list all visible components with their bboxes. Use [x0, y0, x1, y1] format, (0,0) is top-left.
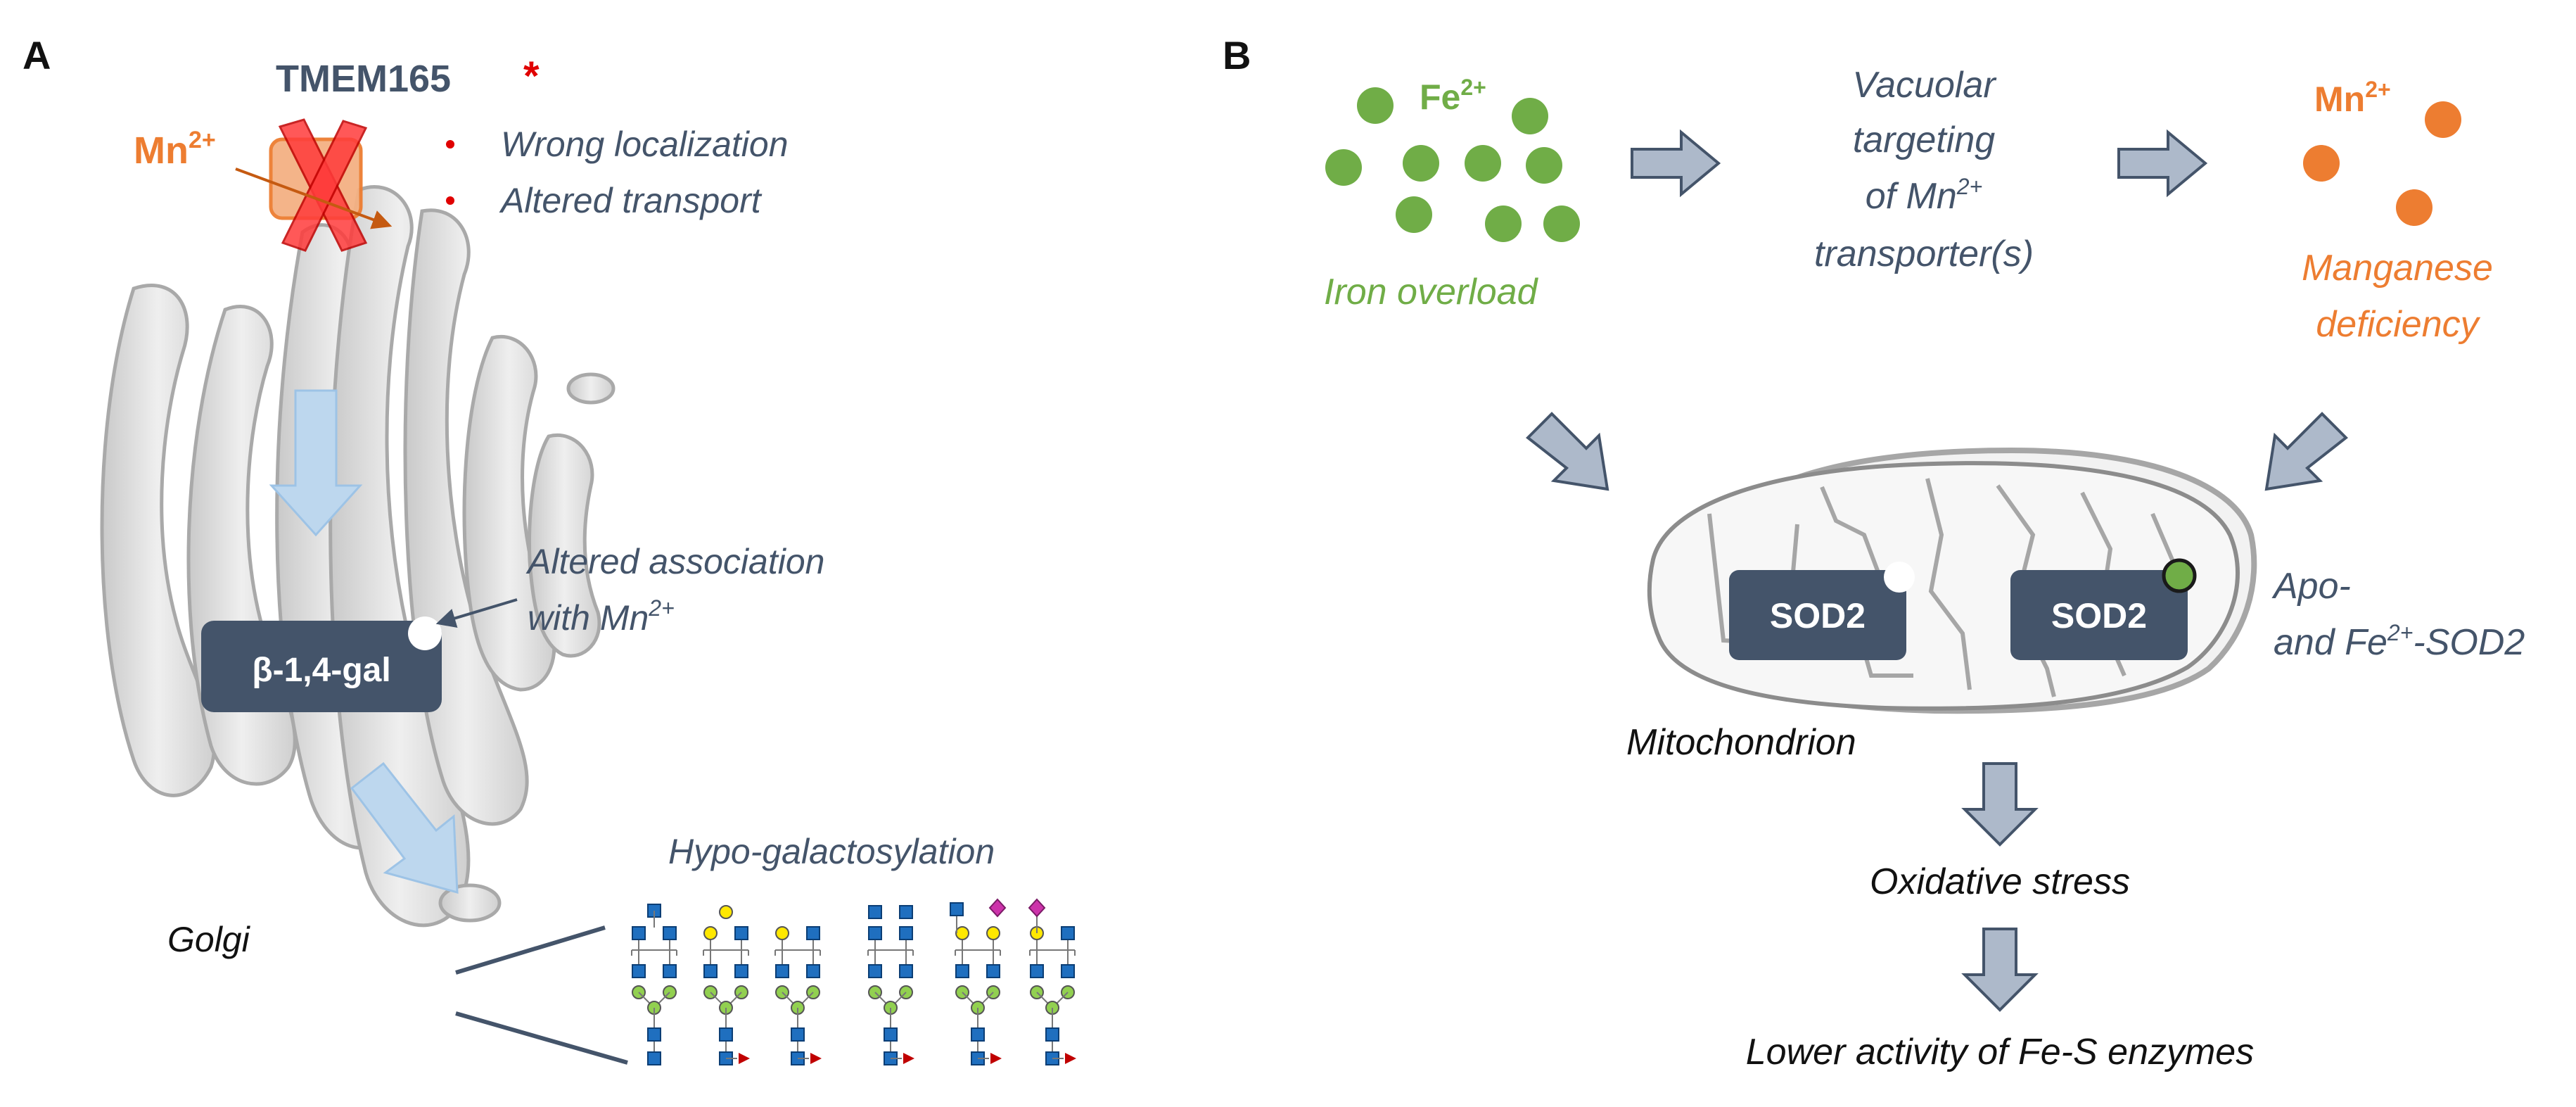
glcnac-square-icon — [899, 905, 913, 919]
sod2-label-right: SOD2 — [2051, 596, 2147, 635]
glcnac-square-icon — [791, 1027, 805, 1042]
glcnac-square-icon — [868, 964, 882, 978]
bullet-icon — [446, 140, 454, 148]
flow-arrow-diagonal-icon — [350, 761, 459, 894]
panel-b-label: B — [1223, 33, 1251, 77]
golgi-label: Golgi — [167, 920, 251, 959]
fucose-triangle-icon — [990, 1053, 1002, 1064]
glcnac-square-icon — [734, 964, 748, 978]
fucose-triangle-icon — [903, 1053, 914, 1064]
svg-text:Vacuolar: Vacuolar — [1852, 65, 1997, 106]
sod2-label-left: SOD2 — [1770, 596, 1866, 635]
glcnac-square-icon — [734, 926, 748, 940]
defect-item: Altered transport — [499, 181, 763, 220]
mn-ion-label-b: Mn2+ — [2314, 77, 2391, 119]
grey-arrows — [1525, 129, 2349, 1012]
glcnac-square-icon — [632, 964, 646, 978]
svg-text:transporter(s): transporter(s) — [1814, 234, 2034, 274]
glcnac-square-icon — [986, 964, 1000, 978]
defect-list: Wrong localization Altered transport — [446, 125, 789, 220]
association-text-line1: Altered association — [525, 542, 824, 581]
association-pointer — [435, 598, 518, 628]
mitochondrion-label: Mitochondrion — [1626, 722, 1856, 763]
oxidative-stress-label: Oxidative stress — [1870, 861, 2130, 902]
glcnac-square-icon — [719, 1027, 733, 1042]
mn-ion-label-a: Mn2+ — [134, 127, 216, 172]
fucose-triangle-icon — [810, 1053, 822, 1064]
galactose-circle-icon — [719, 905, 733, 919]
glcnac-square-icon — [899, 964, 913, 978]
beta-galactosyltransferase-box — [201, 621, 442, 712]
glcnac-square-icon — [663, 964, 677, 978]
panel-a-label: A — [23, 33, 51, 77]
lower-activity-label: Lower activity of Fe-S enzymes — [1746, 1032, 2254, 1073]
glycan-structures — [631, 898, 1076, 1065]
glcnac-square-icon — [1030, 964, 1044, 978]
arrow-right-icon — [2117, 129, 2208, 198]
glcnac-square-icon — [1061, 964, 1075, 978]
glcnac-square-icon — [1045, 1027, 1059, 1042]
galactose-circle-icon — [986, 926, 1000, 940]
glycan-connector-top — [455, 925, 606, 975]
apo-sod2-line1: Apo- — [2271, 566, 2351, 607]
glcnac-square-icon — [806, 926, 820, 940]
apo-sod2-line2: and Fe2+-SOD2 — [2274, 620, 2525, 663]
galactose-circle-icon — [955, 926, 969, 940]
defect-item: Wrong localization — [501, 125, 789, 164]
glcnac-square-icon — [703, 964, 718, 978]
tmem165-transporter-crossed — [235, 118, 393, 252]
sialic-acid-diamond-icon — [988, 898, 1007, 918]
arrow-down-icon — [1961, 928, 2039, 1012]
panel-a: A TMEM165 * Mn2+ Wrong localization — [23, 33, 1076, 1065]
manganese-ions-cluster — [2303, 101, 2461, 226]
glcnac-square-icon — [775, 964, 789, 978]
galactose-circle-icon — [703, 926, 718, 940]
iron-overload-label: Iron overload — [1324, 272, 1539, 312]
glcnac-square-icon — [884, 1027, 898, 1042]
glcnac-square-icon — [647, 1051, 661, 1065]
glcnac-square-icon — [950, 902, 964, 916]
svg-text:of Mn2+: of Mn2+ — [1866, 174, 1983, 217]
tmem165-title: TMEM165 — [276, 58, 451, 100]
hypo-galactosylation-label: Hypo-galactosylation — [668, 832, 995, 871]
glcnac-square-icon — [868, 905, 882, 919]
galactose-circle-icon — [775, 926, 789, 940]
manganese-deficiency-line2: deficiency — [2316, 304, 2480, 345]
manganese-deficiency-line1: Manganese — [2302, 248, 2493, 289]
glcnac-square-icon — [632, 926, 646, 940]
glcnac-square-icon — [806, 964, 820, 978]
association-text-line2: with Mn2+ — [528, 595, 675, 638]
glcnac-square-icon — [663, 926, 677, 940]
fucose-triangle-icon — [1065, 1053, 1076, 1064]
flow-arrow-down-icon — [269, 389, 363, 537]
glcnac-square-icon — [955, 964, 969, 978]
arrow-down-icon — [1961, 762, 2039, 847]
glcnac-square-icon — [647, 1027, 661, 1042]
arrow-right-icon — [1631, 129, 1721, 198]
glcnac-square-icon — [971, 1027, 985, 1042]
vacuolar-targeting-text: Vacuolar targeting of Mn2+ transporter(s… — [1814, 65, 2034, 274]
bullet-icon — [446, 196, 454, 205]
panel-b: B Fe2+ Iron overload Vacuolar ta — [1223, 33, 2525, 1073]
sod2-empty-site — [1884, 562, 1915, 593]
glcnac-square-icon — [1061, 926, 1075, 940]
sialic-acid-diamond-icon — [1028, 898, 1046, 918]
glcnac-square-icon — [899, 926, 913, 940]
fe-ion-label: Fe2+ — [1420, 75, 1486, 117]
sod2-box-left — [1729, 570, 1906, 660]
sod2-box-right — [2010, 570, 2188, 660]
enzyme-label: β-1,4-gal — [252, 652, 390, 689]
arrow-diagonal-down-right-icon — [1525, 412, 1609, 491]
svg-text:targeting: targeting — [1853, 120, 1995, 160]
sod2-iron-bound — [2162, 558, 2197, 593]
arrow-diagonal-down-left-icon — [2264, 412, 2349, 491]
glycan-connector-bottom — [455, 1011, 628, 1065]
glcnac-square-icon — [868, 926, 882, 940]
fucose-triangle-icon — [739, 1053, 750, 1064]
tmem165-asterisk: * — [523, 53, 540, 99]
enzyme-binding-site — [408, 616, 442, 650]
iron-ions-cluster — [1325, 87, 1580, 242]
